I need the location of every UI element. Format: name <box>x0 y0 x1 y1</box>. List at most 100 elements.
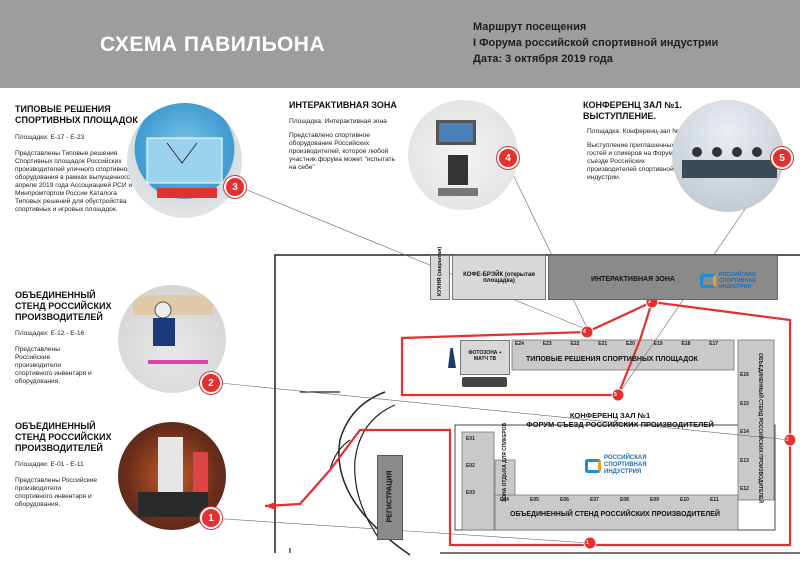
booth-e03[interactable]: E03 <box>466 490 475 496</box>
rsi-logo-icon <box>585 458 601 473</box>
card-stand2-title: ОБЪЕДИНЕННЫЙ СТЕНД РОССИЙСКИХ ПРОИЗВОДИТ… <box>15 290 112 322</box>
booth-e05[interactable]: E05 <box>530 497 539 503</box>
playground-model-icon <box>146 137 223 198</box>
booth-e17[interactable]: E17 <box>709 341 719 347</box>
interactive-zone <box>548 255 778 300</box>
left-booths: E01 E02 E03 <box>466 436 490 496</box>
card-interactive-desc: Представлено спортивное оборудование Рос… <box>289 132 396 171</box>
card-stand2: ОБЪЕДИНЕННЫЙ СТЕНД РОССИЙСКИХ ПРОИЗВОДИТ… <box>15 290 125 386</box>
bottom-booths: E04 E05 E06 E07 E08 E09 E10 E11 <box>497 497 737 507</box>
photo-zone-label: ФОТОЗОНА + МАТЧ ТВ <box>468 350 502 362</box>
coffee-zone <box>452 255 546 300</box>
booth-e10[interactable]: E10 <box>680 497 689 503</box>
header-banner: СХЕМА ПАВИЛЬОНА Маршрут посещения I Фору… <box>0 0 800 88</box>
conf-line1: КОНФЕРЕНЦ ЗАЛ №1 <box>569 411 651 420</box>
page-title: СХЕМА ПАВИЛЬОНА <box>100 33 326 56</box>
logo-line2: СПОРТИВНАЯ <box>604 462 647 468</box>
booth-e19[interactable]: E19 <box>653 341 663 347</box>
booth-e15[interactable]: E15 <box>740 400 749 407</box>
booth-e21[interactable]: E21 <box>598 341 608 347</box>
booth-e22[interactable]: E22 <box>570 341 580 347</box>
coffee-label: КОФЕ-БРЭЙК (открытая площадка) <box>463 272 535 284</box>
top-booths: E24 E23 E22 E21 E20 E19 E18 E17 <box>512 341 734 351</box>
photo-stand2 <box>118 285 226 393</box>
marker-1[interactable]: 1 <box>200 507 222 529</box>
booth-e14[interactable]: E14 <box>740 429 749 435</box>
marker-2[interactable]: 2 <box>200 372 222 394</box>
booth-e18[interactable]: E18 <box>681 341 691 347</box>
registration-desk <box>377 455 403 540</box>
marker-5[interactable]: 5 <box>771 147 793 169</box>
card-conference-sites: Площадка: Конференц-зал №1 <box>587 128 683 135</box>
stand-side-label: ОБЪЕДИНЕННЫЙ СТЕНД РОССИЙСКИХ ПРОИЗВОДИТ… <box>757 353 763 503</box>
logo-line2: СПОРТИВНАЯ <box>719 278 756 284</box>
photo-zone <box>460 340 510 375</box>
card-typical: ТИПОВЫЕ РЕШЕНИЯ СПОРТИВНЫХ ПЛОЩАДОК Площ… <box>15 104 140 214</box>
conference-panel-icon <box>682 147 777 178</box>
route-title: Маршрут посещения <box>473 21 587 33</box>
booth-e01[interactable]: E01 <box>466 436 475 442</box>
stand-row-label: ОБЪЕДИНЕННЫЙ СТЕНД РОССИЙСКИХ ПРОИЗВОДИТ… <box>510 511 720 518</box>
marker-4[interactable]: 4 <box>497 147 519 169</box>
route-dot-1: 1 <box>586 540 589 546</box>
booth-e11[interactable]: E11 <box>710 497 719 503</box>
route-dot-5: 5 <box>614 392 617 398</box>
card-stand2-desc: Представлены Российские производители сп… <box>15 346 92 385</box>
booth-e20[interactable]: E20 <box>626 341 635 347</box>
route-dot-2: 2 <box>786 437 789 443</box>
marker-3[interactable]: 3 <box>224 176 246 198</box>
card-stand2-sites: Площадки: Е-12 - Е-16 <box>15 330 85 337</box>
photo-zone-screen-icon <box>448 348 456 368</box>
photo-typical <box>127 103 242 218</box>
forum-name: I Форума российской спортивной индустрии <box>473 37 719 49</box>
photo-conference <box>672 100 784 212</box>
booth-e23[interactable]: E23 <box>542 341 552 347</box>
logo-line3: ИНДУСТРИЯ <box>604 469 642 475</box>
photo-stand1 <box>118 422 226 530</box>
hockey-goalie-icon <box>133 295 213 364</box>
booth-e08[interactable]: E08 <box>620 497 629 503</box>
rest-zone-label: ЗОНА ОТДЫХА ДЛЯ СПИКЕРОВ <box>502 422 508 502</box>
card-stand1: ОБЪЕДИНЕННЫЙ СТЕНД РОССИЙСКИХ ПРОИЗВОДИТ… <box>15 421 125 509</box>
card-typical-desc: Представлены Типовые решения Спортивных … <box>15 150 136 213</box>
right-booths: E16 E15 E14 E13 E12 <box>740 372 754 492</box>
card-interactive-title: ИНТЕРАКТИВНАЯ ЗОНА <box>289 100 397 110</box>
card-stand1-desc: Представлены Российские производители сп… <box>15 477 98 508</box>
booth-e12[interactable]: E12 <box>740 486 749 492</box>
photo-zone-stand <box>462 377 507 387</box>
route-dot-4: 4 <box>583 329 586 335</box>
logo-line3: ИНДУСТРИЯ <box>719 284 752 290</box>
logo-line1: РОССИЙСКАЯ <box>604 455 647 461</box>
card-interactive: ИНТЕРАКТИВНАЯ ЗОНА Площадка: Интерактивн… <box>289 100 404 172</box>
logo-line1: РОССИЙСКАЯ <box>719 272 756 278</box>
card-stand1-title: ОБЪЕДИНЕННЫЙ СТЕНД РОССИЙСКИХ ПРОИЗВОДИТ… <box>15 421 112 453</box>
card-conference: КОНФЕРЕНЦ ЗАЛ №1. ВЫСТУПЛЕНИЕ. Площадка:… <box>583 100 683 182</box>
card-typical-title: ТИПОВЫЕ РЕШЕНИЯ СПОРТИВНЫХ ПЛОЩАДОК <box>15 104 138 125</box>
card-conference-desc: Выступление приглашенных гостей и спикер… <box>587 142 679 181</box>
kitchen-zone <box>430 255 450 300</box>
card-conference-title: КОНФЕРЕНЦ ЗАЛ №1. ВЫСТУПЛЕНИЕ. <box>583 100 682 121</box>
simulator-icon <box>436 120 478 196</box>
booth-e16[interactable]: E16 <box>740 372 749 378</box>
typical-row-label: ТИПОВЫЕ РЕШЕНИЯ СПОРТИВНЫХ ПЛОЩАДОК <box>526 356 698 363</box>
interactive-zone-label: ИНТЕРАКТИВНАЯ ЗОНА <box>591 276 675 283</box>
booth-e09[interactable]: E09 <box>650 497 659 503</box>
forum-date: Дата: 3 октября 2019 года <box>473 53 613 65</box>
conf-line2: ФОРУМ-СЪЕЗД РОССИЙСКИХ ПРОИЗВОДИТЕЛЕЙ <box>526 420 714 429</box>
card-stand1-sites: Площадки: Е-01 - Е-11 <box>15 461 84 468</box>
booth-e13[interactable]: E13 <box>740 457 749 464</box>
kitchen-label: КУХНЯ (закрытая) <box>437 246 443 296</box>
registration-label: РЕГИСТРАЦИЯ <box>386 470 394 523</box>
booth-e07[interactable]: E07 <box>590 497 599 503</box>
route-dot-3: 3 <box>648 299 651 305</box>
booth-e02[interactable]: E02 <box>466 463 475 469</box>
booth-e04[interactable]: E04 <box>500 497 509 503</box>
rsi-logo-icon <box>700 274 716 288</box>
exhibition-stand-icon <box>138 437 208 517</box>
booth-e24[interactable]: E24 <box>515 341 524 347</box>
booth-e06[interactable]: E06 <box>560 497 569 503</box>
card-interactive-sites: Площадка: Интерактивная зона <box>289 118 387 125</box>
